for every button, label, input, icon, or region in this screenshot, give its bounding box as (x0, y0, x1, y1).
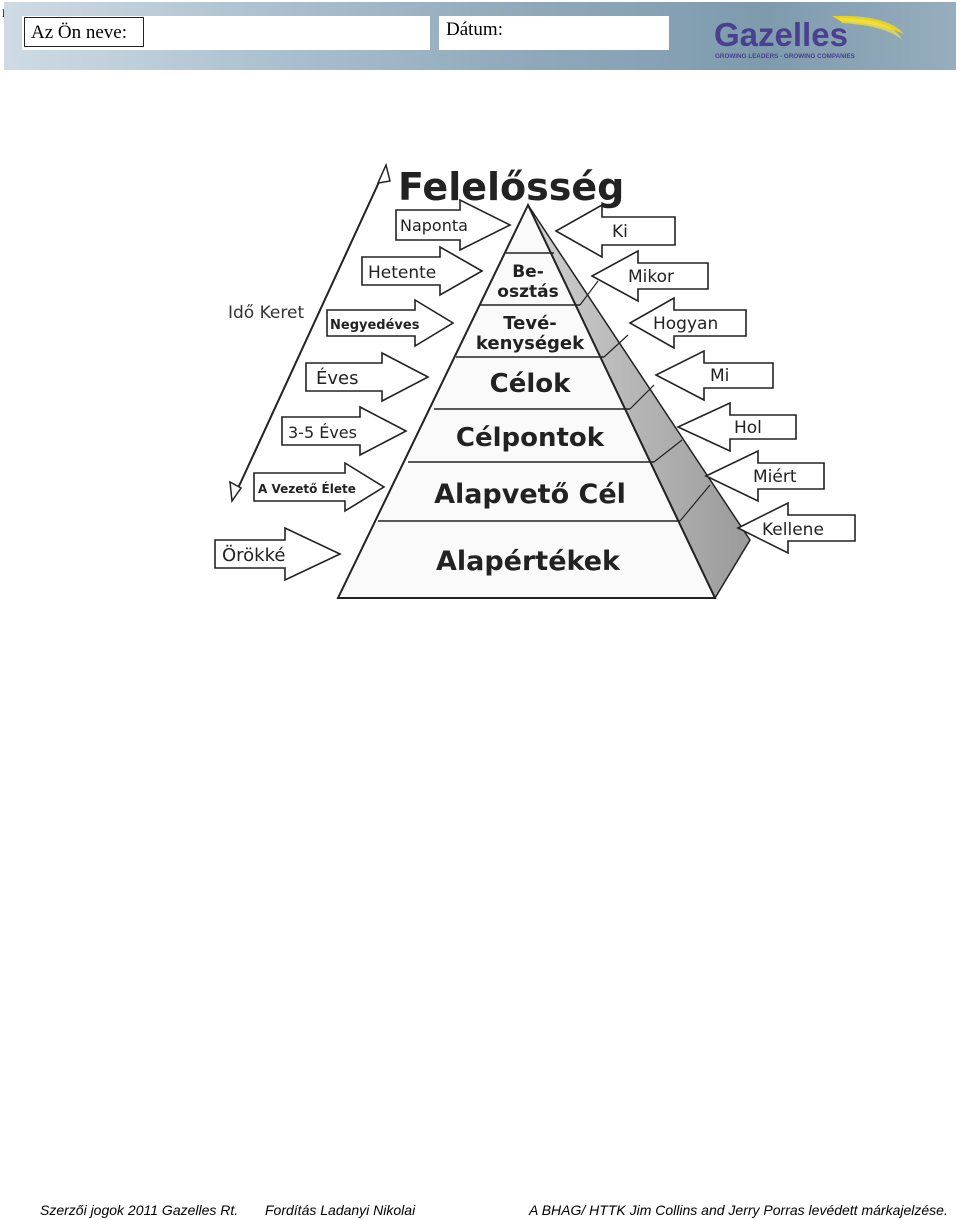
date-label: Dátum: (446, 19, 503, 41)
gazelles-logo: Gazelles GROWING LEADERS - GROWING COMPA… (712, 12, 912, 62)
left-arrow-label: Negyedéves (330, 318, 420, 333)
left-arrow-label: Naponta (400, 216, 468, 235)
right-arrow-label: Ki (612, 222, 628, 242)
pyramid-level-label: kenységek (476, 333, 585, 354)
footer-copyright: Szerzői jogok 2011 Gazelles Rt. (40, 1202, 238, 1218)
logo-wordmark: Gazelles (714, 16, 848, 53)
pyramid-level-label: Célpontok (456, 423, 605, 453)
time-arrow-up-icon (378, 165, 390, 183)
pyramid-level-label: Célok (490, 369, 571, 399)
left-arrow-label: Éves (316, 367, 358, 389)
pyramid-level-label: osztás (497, 282, 558, 302)
left-arrow-label: A Vezető Élete (258, 481, 356, 496)
responsibility-pyramid-diagram: Felelősség Idő Keret Be- osztás Tevé- ke… (210, 155, 865, 635)
pyramid-level-label: Be- (512, 262, 544, 282)
right-arrow-label: Miért (753, 467, 797, 487)
pyramid-level-label: Alapvető Cél (434, 479, 626, 510)
footer-trademark: A BHAG/ HTTK Jim Collins and Jerry Porra… (529, 1202, 948, 1218)
right-arrow-label: Hol (734, 418, 762, 438)
right-arrow-label: Hogyan (653, 314, 718, 334)
footer-translation: Fordítás Ladanyi Nikolai (265, 1202, 415, 1218)
right-arrow-label: Mi (710, 366, 729, 386)
left-arrow-label: Hetente (368, 263, 436, 283)
time-frame-label: Idő Keret (228, 303, 304, 323)
pyramid-level-label: Alapértékek (436, 546, 621, 577)
diagram-title: Felelősség (398, 165, 624, 209)
left-arrow-label: Örökké (222, 544, 285, 566)
logo-tagline: GROWING LEADERS - GROWING COMPANIES (715, 53, 855, 60)
right-arrow-label: Mikor (628, 267, 674, 287)
name-label: Az Ön neve: (24, 17, 144, 47)
left-arrow-label: 3-5 Éves (288, 423, 357, 442)
right-arrow-label: Kellene (762, 520, 824, 540)
pyramid-level-label: Tevé- (503, 313, 557, 334)
